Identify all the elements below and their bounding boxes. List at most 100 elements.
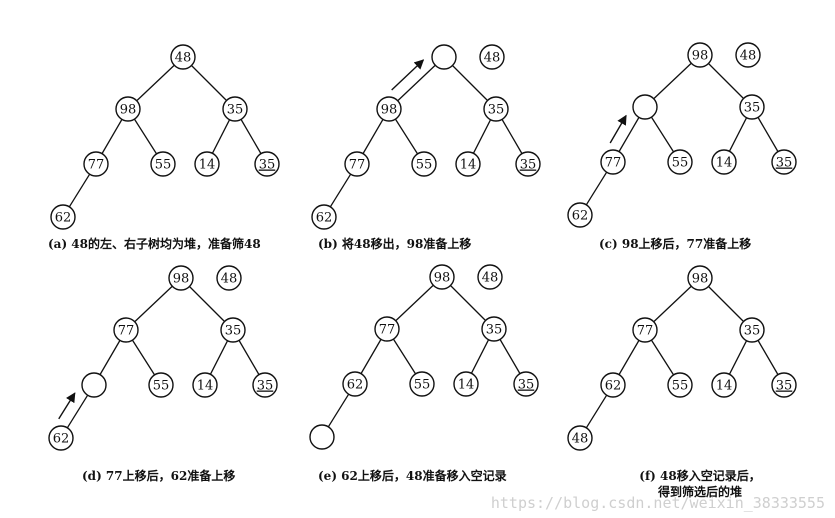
tree-node: 62 <box>311 204 337 230</box>
node-value: 35 <box>776 156 793 171</box>
node-value: 98 <box>120 103 137 118</box>
tree-node: 48 <box>170 44 196 70</box>
node-value: 55 <box>155 158 172 173</box>
tree-node: 62 <box>600 372 626 398</box>
detached-node: 48 <box>735 42 761 68</box>
tree-node: 14 <box>192 372 218 398</box>
tree-edge <box>209 340 229 375</box>
tree-edge <box>757 340 779 375</box>
empty-node <box>431 44 457 70</box>
detached-node: 48 <box>477 264 503 290</box>
node-value: 55 <box>672 379 689 394</box>
tree-edge <box>394 118 419 155</box>
caption-b: (b) 将48移出，98准备上移 <box>318 237 472 251</box>
node-value: 55 <box>153 379 170 394</box>
tree-edge <box>708 286 744 322</box>
tree-edge <box>395 284 434 322</box>
tree-edge <box>618 340 640 375</box>
tree-node: 62 <box>50 204 76 230</box>
tree-edge <box>240 119 262 154</box>
tree-edge <box>133 118 158 155</box>
tree-node: 77 <box>83 151 109 177</box>
node-value: 35 <box>227 103 244 118</box>
tree-edge <box>191 65 227 101</box>
tree-node: 35 <box>481 316 507 342</box>
tree-node: 35 <box>513 371 539 397</box>
node-value: 62 <box>605 379 622 394</box>
tree-node: 35 <box>771 149 797 175</box>
node-value: 98 <box>692 272 709 287</box>
tree-edge <box>66 394 89 429</box>
node-value: 14 <box>199 158 216 173</box>
tree-edge <box>499 339 521 374</box>
node-value: 35 <box>488 103 505 118</box>
tree-node: 55 <box>148 372 174 398</box>
node-value: 48 <box>221 272 238 287</box>
move-up-arrow <box>391 59 425 91</box>
tree-edge <box>99 340 121 375</box>
move-up-arrow <box>609 114 627 144</box>
tree-edge <box>757 117 779 152</box>
tree-node: 77 <box>113 317 139 343</box>
tree-edge <box>585 394 608 429</box>
empty-node <box>632 94 658 120</box>
tree-node: 55 <box>667 149 693 175</box>
tree-node: 62 <box>342 371 368 397</box>
node-value: 48 <box>484 51 501 66</box>
tree-edge <box>397 64 436 102</box>
tree-edge <box>136 64 175 102</box>
tree-node: 14 <box>711 372 737 398</box>
tree-node: 55 <box>409 371 435 397</box>
tree-edge <box>618 117 640 152</box>
tree-node: 55 <box>667 372 693 398</box>
tree-node: 35 <box>771 372 797 398</box>
tree-edge <box>708 63 744 99</box>
tree-node: 77 <box>632 317 658 343</box>
caption-d: (d) 77上移后，62准备上移 <box>82 469 236 483</box>
tree-edge <box>101 119 123 154</box>
tree-node: 55 <box>150 151 176 177</box>
node-value: 48 <box>740 49 757 64</box>
node-value: 98 <box>381 103 398 118</box>
node-value: 48 <box>482 271 499 286</box>
node-value: 98 <box>692 49 709 64</box>
tree-edge <box>211 119 231 154</box>
tree-edge <box>189 286 225 322</box>
node-value: 35 <box>518 378 535 393</box>
panel-a: 48 98 35 77 55 14 35 62 <box>50 44 280 230</box>
empty-node <box>81 372 107 398</box>
tree-edge <box>327 393 350 428</box>
tree-node: 14 <box>453 371 479 397</box>
node-value: 35 <box>520 158 537 173</box>
tree-node: 98 <box>687 42 713 68</box>
panel-c: 98 35 77 55 14 35 62 48 <box>567 42 797 228</box>
tree-node: 14 <box>711 149 737 175</box>
tree-node: 35 <box>515 151 541 177</box>
node-value: 77 <box>349 158 366 173</box>
caption-a: (a) 48的左、右子树均为堆，准备筛48 <box>48 237 261 251</box>
node-value: 35 <box>776 379 793 394</box>
tree-node: 98 <box>115 96 141 122</box>
node-value: 35 <box>259 158 276 173</box>
node-value: 77 <box>88 158 105 173</box>
tree-edge <box>362 119 384 154</box>
caption-c: (c) 98上移后，77准备上移 <box>599 237 752 251</box>
tree-node: 77 <box>374 316 400 342</box>
node-value: 62 <box>572 209 589 224</box>
tree-edge <box>472 119 492 154</box>
tree-node: 14 <box>455 151 481 177</box>
tree-node: 77 <box>600 149 626 175</box>
node-value: 35 <box>744 101 761 116</box>
tree-node: 98 <box>168 265 194 291</box>
tree-node: 35 <box>222 96 248 122</box>
tree-edge <box>585 171 608 206</box>
detached-node: 48 <box>216 265 242 291</box>
tree-edge <box>653 285 692 323</box>
tree-node: 35 <box>220 317 246 343</box>
tree-edge <box>728 340 748 375</box>
watermark: https://blog.csdn.net/weixin_38333555 <box>490 494 825 512</box>
node-value: 35 <box>744 324 761 339</box>
tree-node: 62 <box>567 202 593 228</box>
